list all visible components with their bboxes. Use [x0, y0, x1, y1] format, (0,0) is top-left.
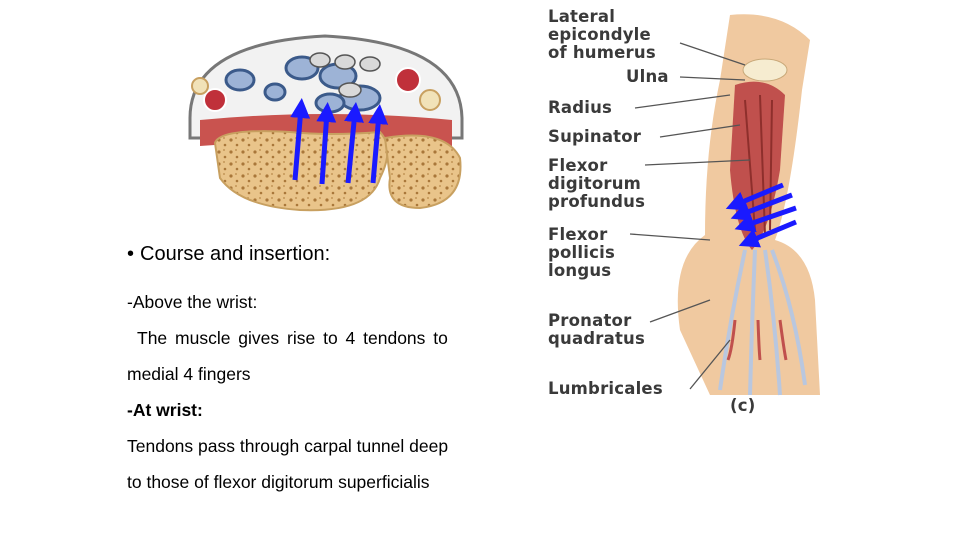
label-fpl-line-3: longus: [548, 261, 612, 280]
label-flexor-pollicis-longus: Flexor pollicis longus: [548, 226, 615, 280]
line-carpal-tunnel: Tendons pass through carpal tunnel deep: [127, 436, 449, 456]
forearm-illustration: Lateral epicondyle of humerus Ulna Radiu…: [540, 0, 830, 418]
label-pronator-line-2: quadratus: [548, 329, 646, 348]
label-fpl-line-1: Flexor: [548, 225, 608, 244]
label-fpl-line-2: pollicis: [548, 243, 615, 262]
line-medial-fingers: medial 4 fingers: [127, 364, 251, 384]
label-radius: Radius: [548, 98, 613, 117]
label-lateral-epicondyle-line-2: epicondyle: [548, 25, 651, 44]
bullet: •: [127, 243, 135, 265]
line-at-wrist: -At wrist:: [127, 400, 203, 420]
label-pronator-line-1: Pronator: [548, 311, 632, 330]
label-fdp-line-3: profundus: [548, 192, 646, 211]
tendon-arrows: [290, 98, 389, 185]
panel-label: (c): [730, 396, 756, 415]
label-flexor-digitorum-profundus: Flexor digitorum profundus: [548, 157, 645, 211]
section-heading: •Course and insertion:: [127, 240, 507, 268]
label-lateral-epicondyle-line-1: Lateral: [548, 7, 616, 26]
label-fdp-line-1: Flexor: [548, 156, 608, 175]
forearm-drawing: [540, 0, 830, 418]
label-lateral-epicondyle-line-3: of humerus: [548, 43, 656, 62]
line-above-wrist: -Above the wrist:: [127, 292, 258, 312]
forearm-arrows: [725, 182, 797, 248]
label-lumbricales: Lumbricales: [548, 379, 663, 398]
label-fdp-line-2: digitorum: [548, 174, 642, 193]
label-supinator: Supinator: [548, 127, 642, 146]
label-pronator-quadratus: Pronator quadratus: [548, 312, 645, 348]
wrist-cross-section-illustration: [188, 34, 464, 212]
line-gives-rise: The muscle gives rise to 4 tendons to: [137, 328, 448, 348]
line-flexor-superficialis: to those of flexor digitorum superficial…: [127, 472, 430, 492]
label-ulna: Ulna: [626, 67, 669, 86]
course-and-insertion-text: •Course and insertion: -Above the wrist:…: [127, 240, 507, 500]
label-lateral-epicondyle: Lateral epicondyle of humerus: [548, 8, 656, 62]
heading-text: Course and insertion:: [140, 243, 331, 265]
